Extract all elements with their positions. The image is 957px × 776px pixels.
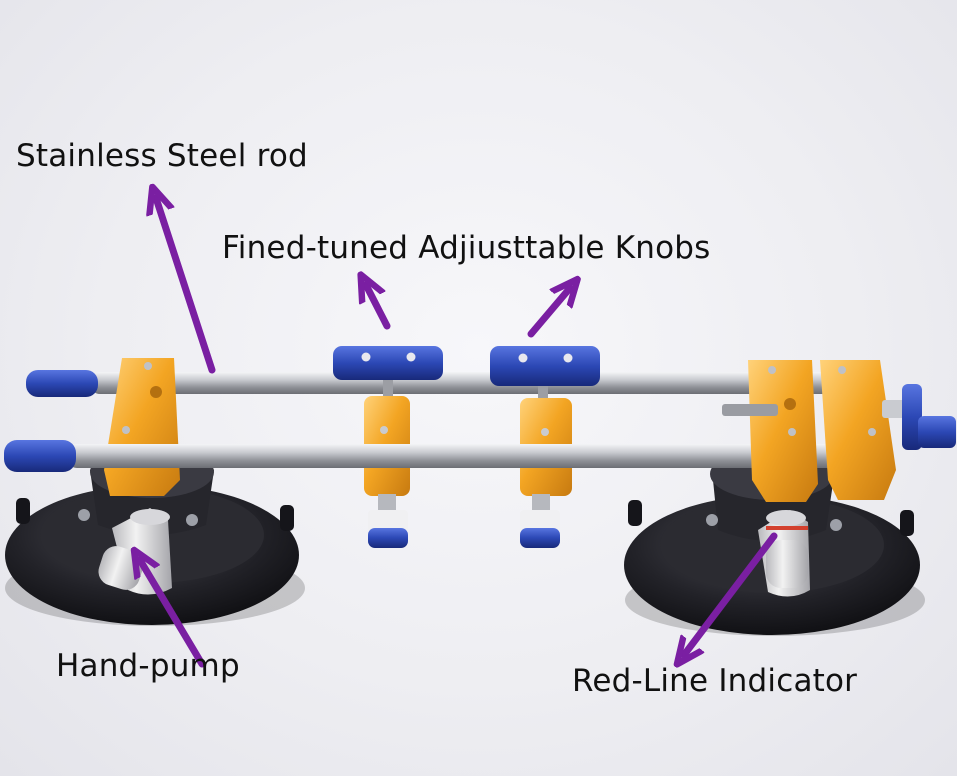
annotation-arrows <box>140 198 778 668</box>
right-hand-pump <box>758 510 810 597</box>
label-red-line-indicator: Red-Line Indicator <box>572 663 858 699</box>
t-handle-knob <box>902 384 956 450</box>
arrow-to-left-knob <box>366 285 391 330</box>
right-orange-brackets <box>722 360 906 502</box>
back-steel-rod <box>26 370 860 397</box>
label-stainless-steel-rod: Stainless Steel rod <box>16 138 308 174</box>
label-hand-pump: Hand-pump <box>56 648 240 684</box>
arrow-to-right-knob <box>527 288 570 338</box>
arrow-to-rod-label <box>156 198 216 374</box>
arrow-to-hand-pump <box>140 560 206 668</box>
arrow-to-red-line <box>684 532 778 655</box>
front-steel-rod <box>4 440 856 472</box>
label-adjustable-knobs: Fined-tuned Adjiusttable Knobs <box>222 230 711 266</box>
red-line-indicator <box>766 526 808 530</box>
